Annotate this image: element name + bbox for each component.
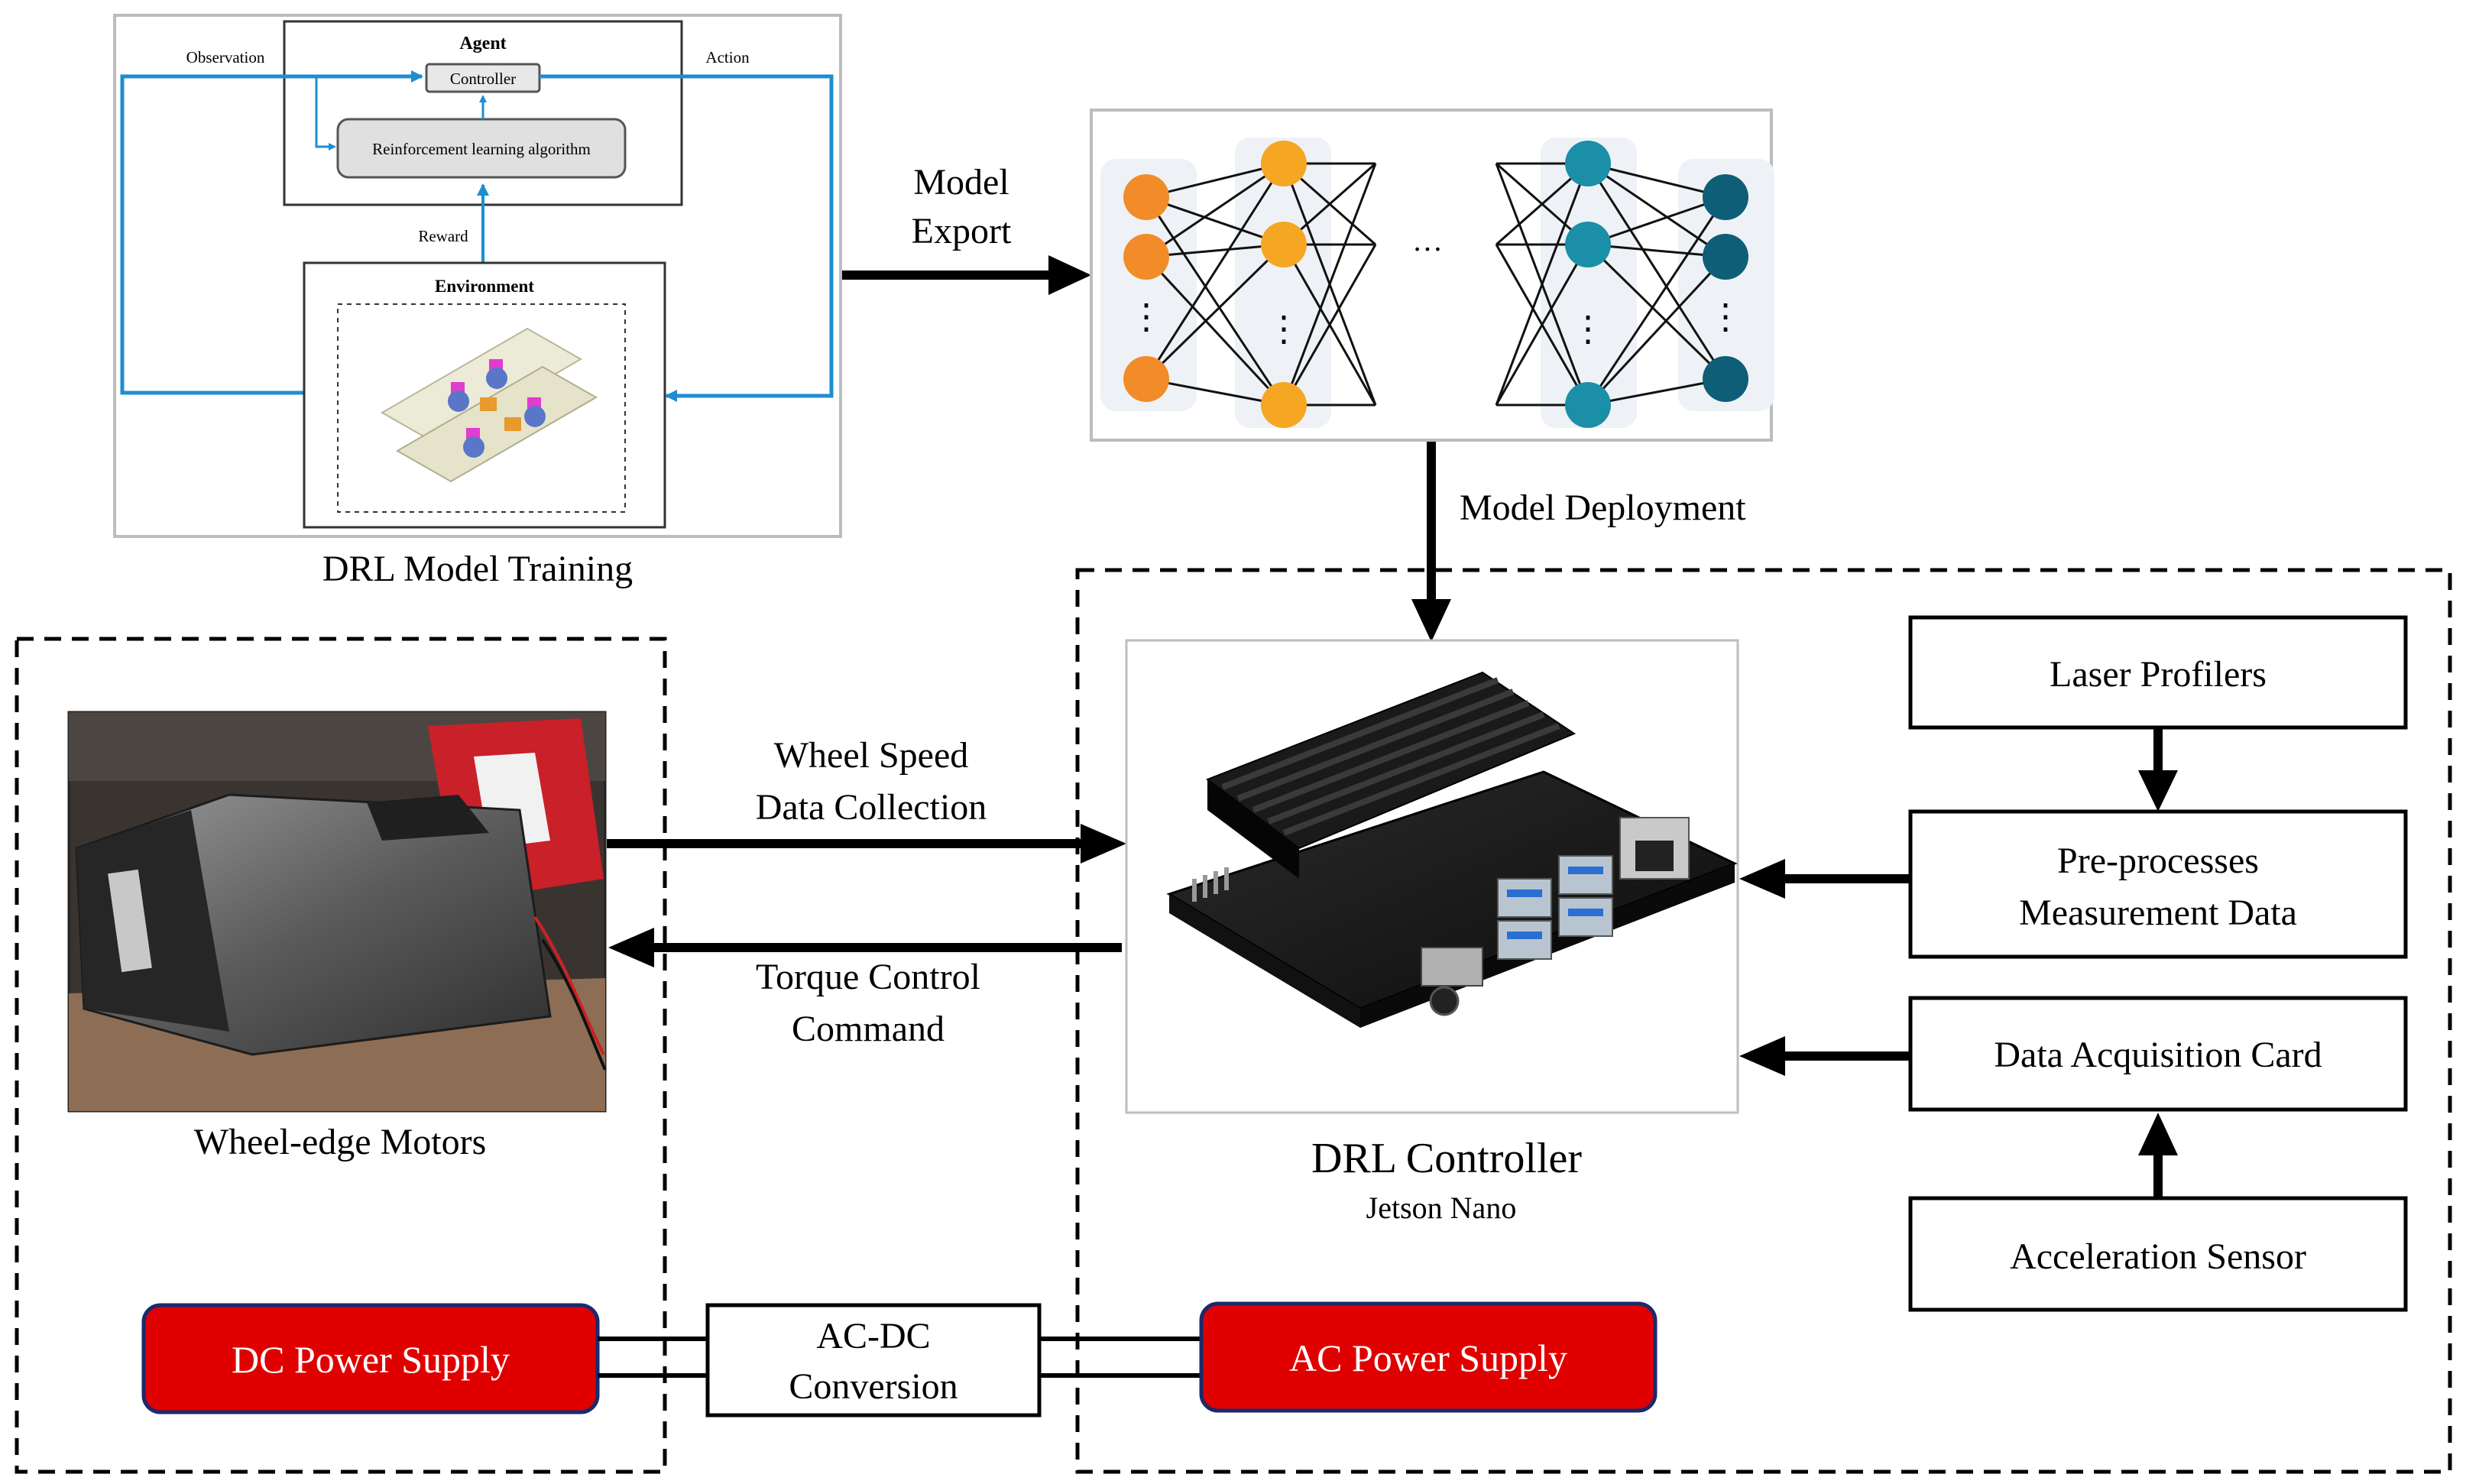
hidden-layer-1-bg <box>1235 138 1331 428</box>
acdc-label-1: AC-DC <box>816 1316 930 1356</box>
input-layer-bg <box>1100 159 1197 411</box>
acdc-label-2: Conversion <box>789 1366 958 1407</box>
vehicle-model-icon <box>380 327 598 483</box>
network-edge <box>1587 243 1726 258</box>
wheel-speed-label-2: Data Collection <box>756 787 987 828</box>
network-edge <box>1146 162 1285 258</box>
preprocess-box <box>1908 809 2408 959</box>
network-edge <box>1146 243 1285 258</box>
network-edge <box>1145 243 1285 381</box>
rl-algorithm-label: Reinforcement learning algorithm <box>372 140 591 158</box>
hidden1-node-1 <box>1261 141 1307 186</box>
hiddenn-node-3 <box>1565 382 1611 428</box>
network-edge <box>1586 255 1727 407</box>
network-edge <box>1146 196 1285 246</box>
agent-title: Agent <box>459 34 506 53</box>
training-caption: DRL Model Training <box>322 549 633 589</box>
hidden1-node-3 <box>1261 382 1307 428</box>
training-panel: Agent Controller Reinforcement learning … <box>113 14 842 589</box>
torque-label-1: Torque Control <box>756 957 980 997</box>
network-edge <box>1146 162 1285 199</box>
network-edge <box>1146 377 1285 407</box>
ac-power-supply-box <box>1199 1301 1658 1413</box>
network-edge <box>1587 162 1726 199</box>
input-node-2 <box>1123 234 1169 280</box>
network-edge <box>1586 163 1727 380</box>
controller-subcaption: Jetson Nano <box>1366 1191 1517 1225</box>
hidden1-vertical-ellipsis: ⋮ <box>1266 309 1301 348</box>
sensor-chain: Laser Profilers Pre-processes Measuremen… <box>1739 615 2408 1312</box>
reward-label: Reward <box>418 227 468 245</box>
controller-group-frame <box>1075 568 2452 1474</box>
wheel-speed-arrow: Wheel Speed Data Collection <box>607 735 1126 864</box>
action-label: Action <box>705 48 750 66</box>
network-nodes <box>1123 141 1748 428</box>
motor-caption: Wheel-edge Motors <box>194 1122 487 1162</box>
network-edge <box>1282 244 1377 406</box>
motor-group-frame <box>15 637 667 1474</box>
rl-algorithm-box <box>336 118 627 179</box>
controller-label: Controller <box>450 70 516 88</box>
controller-caption: DRL Controller <box>1311 1135 1582 1182</box>
wheel-speed-label-1: Wheel Speed <box>774 735 969 776</box>
jetson-board-image <box>1125 639 1739 1114</box>
observation-path <box>120 70 423 395</box>
neural-network-panel: … ⋮ ⋮ ⋮ ⋮ <box>1090 109 1774 442</box>
hidden1-node-2 <box>1261 222 1307 267</box>
dc-power-supply-box <box>141 1303 600 1414</box>
environment-title: Environment <box>435 277 534 296</box>
input-node-1 <box>1123 174 1169 220</box>
network-edge <box>1495 163 1589 406</box>
model-export-arrow: Model Export <box>842 162 1091 295</box>
hiddenn-vertical-ellipsis: ⋮ <box>1570 309 1606 348</box>
output-vertical-ellipsis: ⋮ <box>1708 297 1743 336</box>
hiddenn-node-2 <box>1565 222 1611 267</box>
model-export-label-2: Export <box>912 211 1012 251</box>
action-path <box>540 74 834 402</box>
input-node-3 <box>1123 356 1169 402</box>
dc-power-supply-label: DC Power Supply <box>232 1338 510 1381</box>
input-vertical-ellipsis: ⋮ <box>1129 297 1164 336</box>
acceleration-sensor-label: Acceleration Sensor <box>2010 1236 2306 1277</box>
network-edge <box>1495 244 1589 406</box>
network-edge <box>1587 162 1726 258</box>
network-edge <box>1586 243 1727 381</box>
ac-power-supply-label: AC Power Supply <box>1289 1337 1567 1379</box>
network-edge <box>1587 377 1726 407</box>
preprocess-label-2: Measurement Data <box>2019 893 2297 933</box>
acdc-conversion-box <box>705 1303 1042 1418</box>
model-deployment-arrow: Model Deployment <box>1411 442 1746 642</box>
preprocess-label-1: Pre-processes <box>2057 841 2259 881</box>
model-export-label-1: Model <box>913 162 1009 203</box>
power-chain: DC Power Supply AC-DC Conversion AC Powe… <box>141 1301 1658 1418</box>
network-edge <box>1145 196 1285 406</box>
motor-photo <box>67 711 607 1113</box>
output-node-3 <box>1703 356 1748 402</box>
network-edge <box>1586 196 1727 406</box>
output-node-1 <box>1703 174 1748 220</box>
hidden-layer-ellipsis: … <box>1412 223 1443 258</box>
output-layer-bg <box>1678 159 1774 411</box>
hidden-layer-n-bg <box>1541 138 1637 428</box>
hiddenn-node-1 <box>1565 141 1611 186</box>
model-deployment-label: Model Deployment <box>1460 488 1746 528</box>
daq-card-label: Data Acquisition Card <box>1994 1035 2322 1075</box>
torque-command-arrow: Torque Control Command <box>608 928 1122 1049</box>
network-edge <box>1145 255 1285 407</box>
network-edge <box>1587 196 1726 246</box>
torque-label-2: Command <box>792 1009 945 1049</box>
network-edge <box>1282 163 1377 406</box>
observation-label: Observation <box>186 48 265 66</box>
acceleration-sensor-box <box>1908 1196 2408 1312</box>
network-edge <box>1145 163 1285 380</box>
laser-profilers-label: Laser Profilers <box>2050 654 2267 695</box>
output-node-2 <box>1703 234 1748 280</box>
